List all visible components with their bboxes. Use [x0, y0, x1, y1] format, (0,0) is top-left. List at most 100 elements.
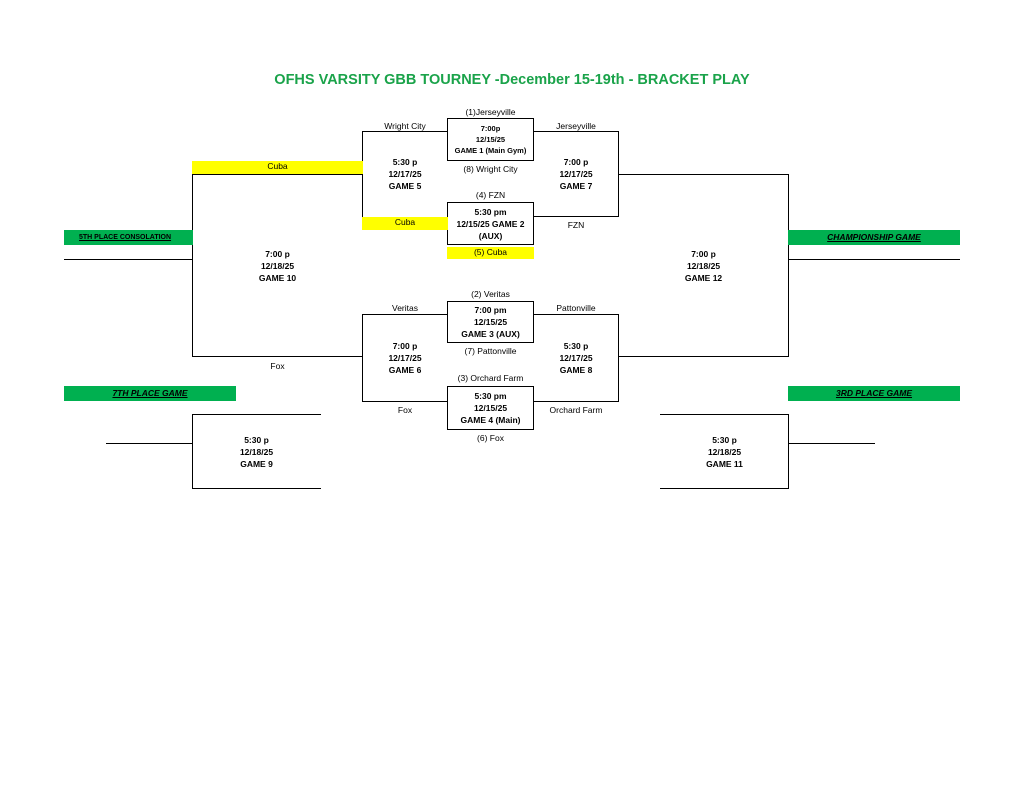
- championship-banner-label: CHAMPIONSHIP GAME: [827, 232, 921, 242]
- third-place-banner: 3RD PLACE GAME: [788, 386, 960, 401]
- seed-6-label: (6) Fox: [477, 433, 504, 443]
- game-3-name: GAME 3 (AUX): [461, 329, 520, 339]
- bracket-line: [618, 356, 789, 358]
- team-pattonville: Pattonville: [556, 303, 596, 313]
- game-7-date: 12/17/25: [559, 169, 593, 179]
- game-6-name: GAME 6: [388, 365, 422, 375]
- bracket-line: [533, 131, 619, 133]
- game-11-time: 5:30 p: [712, 435, 737, 445]
- game-3-box: 7:00 pm 12/15/25 GAME 3 (AUX): [447, 301, 534, 343]
- game-5-info: 5:30 p 12/17/25 GAME 5: [362, 156, 448, 192]
- bracket-line: [362, 131, 448, 133]
- bracket-line: [64, 259, 193, 261]
- game-5-date: 12/17/25: [388, 169, 422, 179]
- seed-4-label: (4) FZN: [475, 190, 506, 200]
- bracket-line: [362, 314, 448, 316]
- team-orchard-farm: Orchard Farm: [549, 405, 603, 415]
- team-cuba-mid: Cuba: [362, 217, 448, 230]
- team-veritas: Veritas: [392, 303, 418, 313]
- championship-banner: CHAMPIONSHIP GAME: [788, 230, 960, 245]
- game-6-date: 12/17/25: [388, 353, 422, 363]
- seed-7-label: (7) Pattonville: [464, 346, 517, 356]
- game-7-time: 7:00 p: [563, 157, 589, 167]
- game-5-time: 5:30 p: [392, 157, 418, 167]
- fifth-place-banner-label: 5TH PLACE CONSOLATION: [79, 234, 172, 241]
- team-fzn: FZN: [567, 220, 585, 230]
- game-4-time: 5:30 pm: [474, 391, 507, 401]
- seed-2-label: (2) Veritas: [471, 289, 510, 299]
- seed-8-label: (8) Wright City: [463, 164, 518, 174]
- game-8-info: 5:30 p 12/17/25 GAME 8: [533, 340, 619, 376]
- bracket-line: [192, 414, 321, 416]
- game-8-name: GAME 8: [559, 365, 593, 375]
- game-5-name: GAME 5: [388, 181, 422, 191]
- bracket-line: [788, 443, 875, 445]
- bracket-line: [618, 314, 620, 401]
- page-title: OFHS VARSITY GBB TOURNEY -December 15-19…: [274, 72, 750, 88]
- game-3-date: 12/15/25: [473, 317, 508, 327]
- bracket-line: [660, 414, 789, 416]
- seed-5-label: (5) Cuba: [447, 247, 534, 259]
- bracket-line: [192, 174, 363, 176]
- game-9-info: 5:30 p 12/18/25 GAME 9: [192, 434, 321, 470]
- game-8-time: 5:30 p: [563, 341, 589, 351]
- bracket-line: [788, 414, 790, 488]
- game-2-box: 5:30 pm 12/15/25 GAME 2 (AUX): [447, 202, 534, 245]
- bracket-line: [618, 174, 789, 176]
- team-fox-lower: Fox: [397, 405, 413, 415]
- game-12-time: 7:00 p: [691, 249, 716, 259]
- game-12-info: 7:00 p 12/18/25 GAME 12: [618, 248, 789, 284]
- bracket-line: [533, 216, 619, 218]
- game-1-box: 7:00p 12/15/25 GAME 1 (Main Gym): [447, 118, 534, 161]
- game-11-info: 5:30 p 12/18/25 GAME 11: [660, 434, 789, 470]
- fifth-place-banner: 5TH PLACE CONSOLATION: [64, 230, 193, 245]
- game-4-box: 5:30 pm 12/15/25 GAME 4 (Main): [447, 386, 534, 430]
- bracket-line: [788, 174, 790, 357]
- game-1-date: 12/15/25: [475, 135, 506, 144]
- game-11-date: 12/18/25: [707, 447, 742, 457]
- bracket-line: [362, 131, 364, 225]
- bracket-line: [192, 488, 321, 490]
- game-7-info: 7:00 p 12/17/25 GAME 7: [533, 156, 619, 192]
- bracket-line: [192, 414, 194, 488]
- game-1-time: 7:00p: [480, 124, 501, 133]
- bracket-line: [106, 443, 193, 445]
- game-9-time: 5:30 p: [244, 435, 269, 445]
- game-2-name: (AUX): [478, 230, 503, 241]
- game-9-date: 12/18/25: [239, 447, 274, 457]
- bracket-line: [618, 131, 620, 216]
- game-9-name: GAME 9: [240, 459, 273, 469]
- game-6-time: 7:00 p: [392, 341, 418, 351]
- game-8-date: 12/17/25: [559, 353, 593, 363]
- bracket-line: [788, 259, 960, 261]
- team-fox-upper: Fox: [270, 361, 285, 371]
- team-cuba-top: Cuba: [192, 161, 363, 174]
- game-2-time: 5:30 pm: [474, 206, 507, 217]
- seventh-place-banner: 7TH PLACE GAME: [64, 386, 236, 401]
- bracket-line: [192, 174, 194, 357]
- game-10-info: 7:00 p 12/18/25 GAME 10: [192, 248, 363, 284]
- game-12-name: GAME 12: [684, 273, 723, 283]
- bracket-line: [533, 314, 619, 316]
- game-12-date: 12/18/25: [686, 261, 721, 271]
- bracket-line: [660, 488, 789, 490]
- bracket-line: [362, 401, 448, 403]
- game-4-date: 12/15/25: [473, 403, 508, 413]
- seed-1-label: (1)Jerseyville: [465, 107, 516, 117]
- bracket-line: [192, 356, 363, 358]
- game-10-date: 12/18/25: [260, 261, 295, 271]
- game-10-name: GAME 10: [258, 273, 297, 283]
- game-1-name: GAME 1 (Main Gym): [454, 146, 527, 155]
- game-7-name: GAME 7: [559, 181, 593, 191]
- seed-3-label: (3) Orchard Farm: [457, 373, 524, 383]
- game-4-name: GAME 4 (Main): [460, 415, 521, 425]
- bracket-line: [362, 314, 364, 401]
- game-3-time: 7:00 pm: [474, 305, 507, 315]
- game-10-time: 7:00 p: [265, 249, 290, 259]
- bracket-line: [533, 401, 619, 403]
- game-11-name: GAME 11: [706, 459, 743, 469]
- game-2-date: 12/15/25 GAME 2: [456, 218, 525, 229]
- team-jerseyville: Jerseyville: [556, 121, 596, 131]
- third-place-banner-label: 3RD PLACE GAME: [835, 388, 913, 398]
- seventh-place-banner-label: 7TH PLACE GAME: [112, 388, 188, 398]
